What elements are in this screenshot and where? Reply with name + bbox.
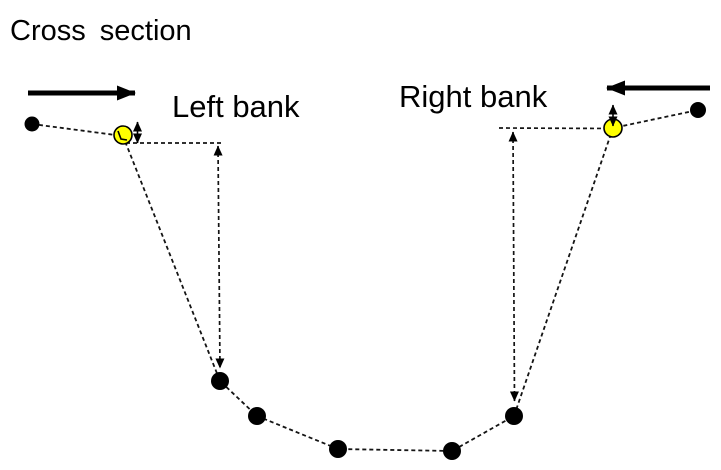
channel-profile-polyline: [31, 109, 699, 452]
diagram-title: Cross section: [10, 15, 192, 47]
bank-reference-lines: [126, 127, 611, 144]
left-bank-label: Left bank: [172, 89, 300, 124]
bank-reference-line: [498, 127, 611, 130]
survey-point: [505, 407, 523, 425]
depth-measure-arrow: [508, 131, 519, 402]
depth-measure-arrow: [213, 145, 225, 369]
survey-point: [690, 102, 706, 118]
float-markers: [113, 118, 623, 145]
channel-profile-line: [31, 109, 699, 452]
survey-point: [443, 442, 461, 460]
survey-point: [24, 116, 40, 132]
survey-point: [248, 407, 266, 425]
float-marker-tick: [117, 130, 128, 141]
survey-point: [329, 440, 347, 458]
survey-point: [211, 372, 229, 390]
water-level-arrows: [133, 104, 618, 144]
flow-direction-arrows: [28, 80, 710, 101]
right-bank-label: Right bank: [399, 79, 548, 114]
survey-points: [24, 102, 706, 460]
depth-measure-arrows: [213, 131, 519, 402]
bank-float-marker: [113, 125, 133, 145]
